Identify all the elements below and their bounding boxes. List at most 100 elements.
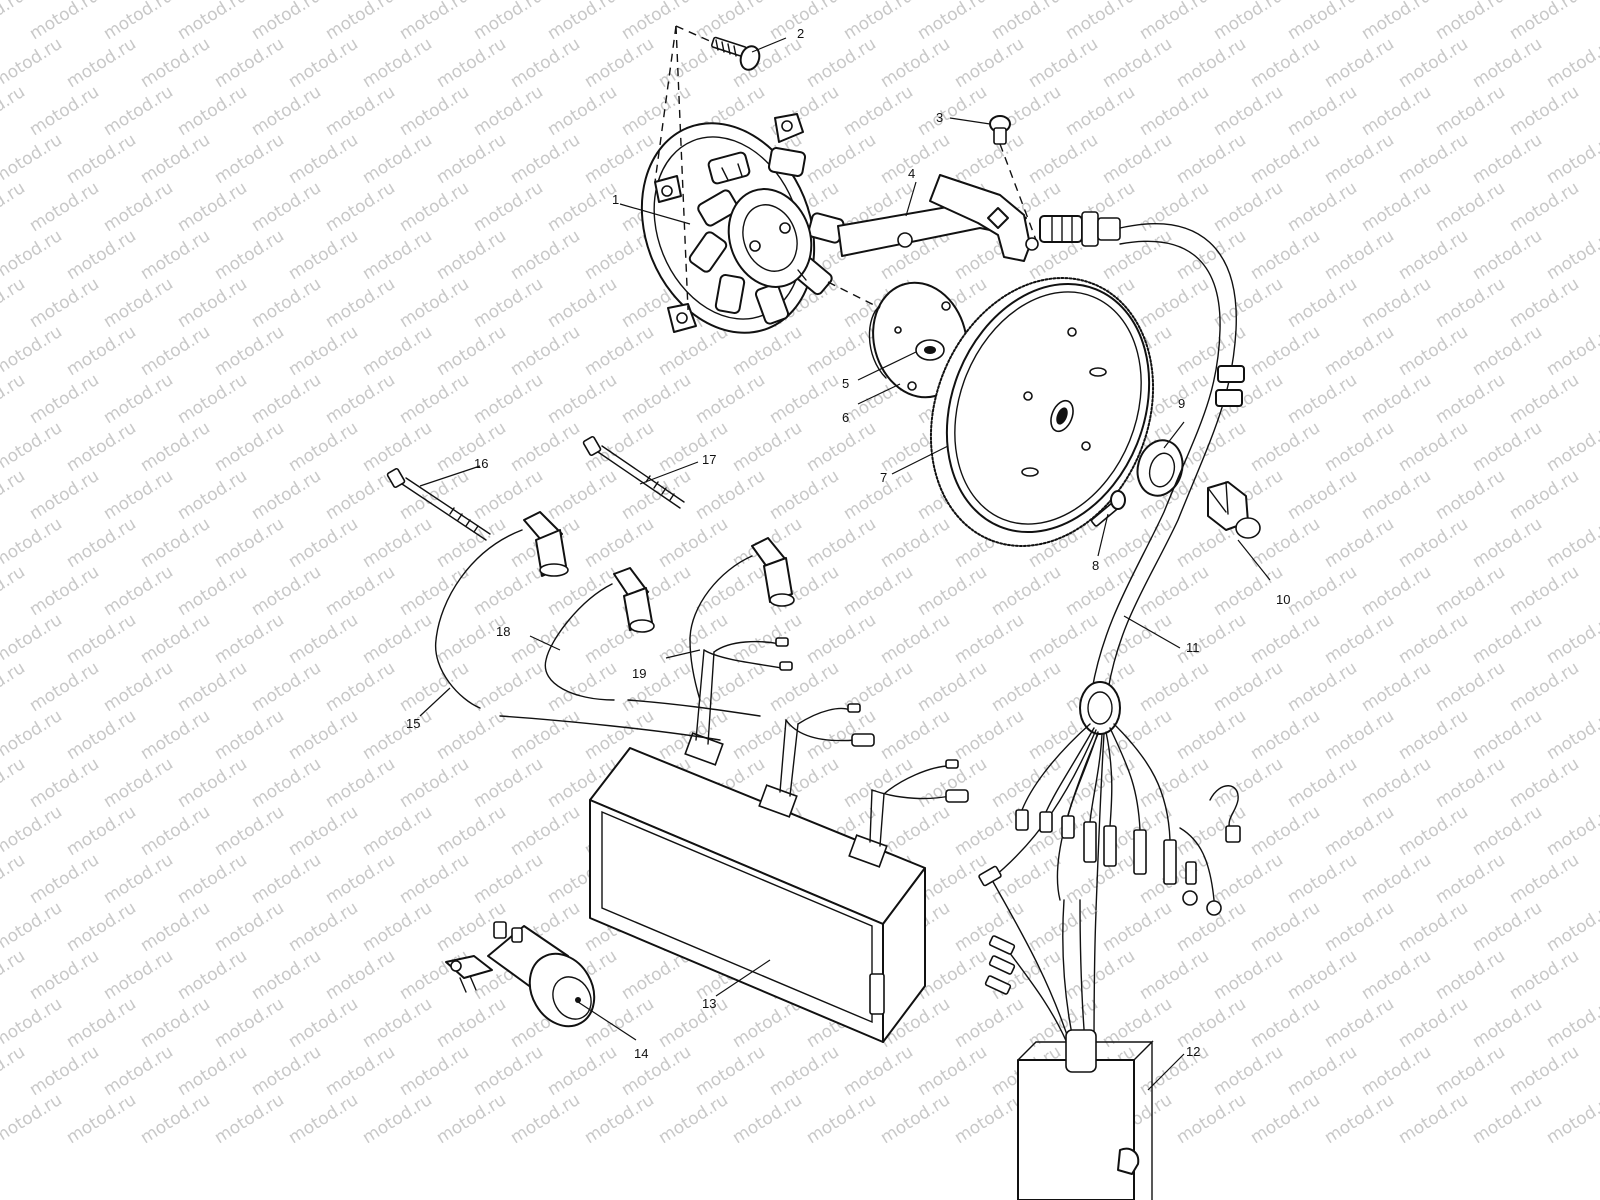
- watermark-text: motod.ru: [248, 370, 325, 428]
- watermark-text: motod.ru: [433, 34, 510, 92]
- watermark-text: motod.ru: [174, 370, 251, 428]
- watermark-text: motod.ru: [433, 130, 510, 188]
- watermark-text: motod.ru: [396, 274, 473, 332]
- watermark-text: motod.ru: [1506, 178, 1583, 236]
- watermark-text: motod.ru: [137, 514, 214, 572]
- watermark-text: motod.ru: [1099, 34, 1176, 92]
- watermark-text: motod.ru: [729, 418, 806, 476]
- watermark-text: motod.ru: [729, 1090, 806, 1148]
- watermark-text: motod.ru: [618, 466, 695, 524]
- watermark-text: motod.ru: [1284, 178, 1361, 236]
- watermark-text: motod.ru: [322, 850, 399, 908]
- watermark-text: motod.ru: [0, 370, 29, 428]
- watermark-text: motod.ru: [1321, 130, 1398, 188]
- watermark-text: motod.ru: [1358, 0, 1435, 44]
- watermark-text: motod.ru: [359, 610, 436, 668]
- callout-3: 3: [936, 110, 943, 125]
- watermark-text: motod.ru: [322, 1042, 399, 1100]
- watermark-text: motod.ru: [1284, 274, 1361, 332]
- watermark-text: motod.ru: [174, 466, 251, 524]
- watermark-text: motod.ru: [766, 0, 843, 44]
- watermark-text: motod.ru: [470, 0, 547, 44]
- watermark-text: motod.ru: [1432, 946, 1509, 1004]
- watermark-text: motod.ru: [877, 514, 954, 572]
- watermark-text: motod.ru: [988, 658, 1065, 716]
- watermark-text: motod.ru: [1210, 1042, 1287, 1100]
- watermark-text: motod.ru: [988, 850, 1065, 908]
- watermark-text: motod.ru: [1506, 370, 1583, 428]
- watermark-text: motod.ru: [100, 946, 177, 1004]
- watermark-text: motod.ru: [1284, 754, 1361, 812]
- watermark-text: motod.ru: [581, 322, 658, 380]
- watermark-text: motod.ru: [1469, 322, 1546, 380]
- watermark-text: motod.ru: [0, 466, 29, 524]
- watermark-text: motod.ru: [322, 754, 399, 812]
- watermark-text: motod.ru: [211, 706, 288, 764]
- watermark-text: motod.ru: [1395, 802, 1472, 860]
- watermark-text: motod.ru: [840, 466, 917, 524]
- watermark-text: motod.ru: [1395, 706, 1472, 764]
- watermark-text: motod.ru: [507, 34, 584, 92]
- watermark-text: motod.ru: [174, 562, 251, 620]
- watermark-text: motod.ru: [1284, 658, 1361, 716]
- watermark-text: motod.ru: [211, 994, 288, 1052]
- watermark-text: motod.ru: [285, 514, 362, 572]
- watermark-text: motod.ru: [433, 418, 510, 476]
- watermark-text: motod.ru: [63, 706, 140, 764]
- watermark-text: motod.ru: [322, 178, 399, 236]
- watermark-text: motod.ru: [914, 562, 991, 620]
- callout-16: 16: [474, 456, 488, 471]
- watermark-text: motod.ru: [174, 178, 251, 236]
- watermark-text: motod.ru: [1062, 82, 1139, 140]
- watermark-text: motod.ru: [618, 0, 695, 44]
- watermark-text: motod.ru: [1321, 610, 1398, 668]
- watermark-text: motod.ru: [0, 34, 66, 92]
- watermark-text: motod.ru: [1247, 994, 1324, 1052]
- watermark-text: motod.ru: [1099, 514, 1176, 572]
- watermark-text: motod.ru: [1099, 130, 1176, 188]
- watermark-text: motod.ru: [840, 82, 917, 140]
- watermark-text: motod.ru: [433, 226, 510, 284]
- watermark-text: motod.ru: [1469, 514, 1546, 572]
- watermark-text: motod.ru: [1506, 562, 1583, 620]
- watermark-text: motod.ru: [1395, 610, 1472, 668]
- watermark-text: motod.ru: [100, 562, 177, 620]
- watermark-text: motod.ru: [877, 610, 954, 668]
- watermark-text: motod.ru: [1025, 130, 1102, 188]
- watermark-text: motod.ru: [1247, 322, 1324, 380]
- watermark-text: motod.ru: [100, 658, 177, 716]
- watermark-text: motod.ru: [1284, 850, 1361, 908]
- watermark-text: motod.ru: [433, 802, 510, 860]
- watermark-text: motod.ru: [211, 898, 288, 956]
- watermark-text: motod.ru: [1358, 946, 1435, 1004]
- watermark-text: motod.ru: [914, 1042, 991, 1100]
- watermark-text: motod.ru: [0, 514, 66, 572]
- watermark-text: motod.ru: [322, 946, 399, 1004]
- watermark-text: motod.ru: [1210, 274, 1287, 332]
- watermark-text: motod.ru: [1358, 82, 1435, 140]
- spark-plug-caps: [435, 511, 795, 741]
- watermark-text: motod.ru: [1358, 562, 1435, 620]
- watermark-text: motod.ru: [285, 802, 362, 860]
- watermark-text: motod.ru: [396, 0, 473, 44]
- watermark-text: motod.ru: [0, 850, 29, 908]
- watermark-text: motod.ru: [1469, 226, 1546, 284]
- watermark-text: motod.ru: [1321, 34, 1398, 92]
- watermark-text: motod.ru: [137, 34, 214, 92]
- watermark-text: motod.ru: [359, 34, 436, 92]
- watermark-text: motod.ru: [877, 1090, 954, 1148]
- watermark-text: motod.ru: [470, 658, 547, 716]
- watermark-text: motod.ru: [1395, 1090, 1472, 1148]
- watermark-text: motod.ru: [137, 802, 214, 860]
- watermark-text: motod.ru: [0, 562, 29, 620]
- watermark-text: motod.ru: [1173, 226, 1250, 284]
- watermark-text: motod.ru: [359, 802, 436, 860]
- watermark-text: motod.ru: [1321, 1090, 1398, 1148]
- watermark-text: motod.ru: [322, 274, 399, 332]
- watermark-text: motod.ru: [63, 34, 140, 92]
- starter-solenoid: [445, 921, 596, 1028]
- watermark-text: motod.ru: [1395, 34, 1472, 92]
- watermark-text: motod.ru: [211, 418, 288, 476]
- watermark-text: motod.ru: [248, 466, 325, 524]
- callout-labels: 1 2 3 4 5 6 7 8 9 10 11 12 13 14 15 16 1…: [406, 26, 1290, 1061]
